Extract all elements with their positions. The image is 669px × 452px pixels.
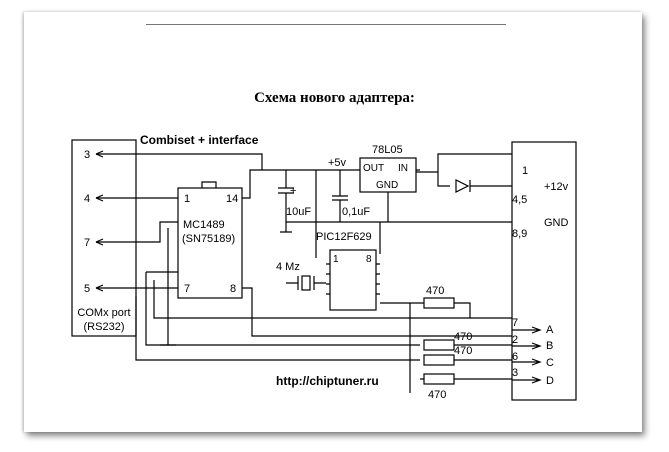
mc1489-pin-8: 8 <box>230 283 236 295</box>
com-pin-5: 5 <box>84 283 90 295</box>
regulator-gnd: GND <box>376 180 398 191</box>
conn-pin-1: 1 <box>522 165 528 177</box>
conn-pin-3: 3 <box>512 367 518 379</box>
vcc-wire <box>242 169 420 199</box>
resistor-4 <box>423 373 455 385</box>
com-port-label: COMx port <box>77 307 130 319</box>
resistor-3 <box>423 354 455 366</box>
signal-c: C <box>546 357 554 369</box>
pic-pins <box>326 263 380 295</box>
input-wire <box>416 153 540 187</box>
signal-wire-b <box>145 271 420 346</box>
mc1489-notch <box>201 181 217 188</box>
output-arrows <box>512 326 542 384</box>
resistor-4-value: 470 <box>428 389 446 401</box>
signal-wire-c <box>135 296 420 361</box>
crystal <box>301 275 311 291</box>
url-label: http://chiptuner.ru <box>276 374 379 388</box>
supply-label: +5v <box>328 157 347 169</box>
crystal-label: 4 Mz <box>276 261 300 273</box>
mc1489-pin-14: 14 <box>226 193 238 205</box>
com-port-box <box>71 139 137 337</box>
resistor-3-value: 470 <box>454 345 472 357</box>
pic-pin-1: 1 <box>333 254 339 265</box>
page-title: Схема нового адаптера: <box>254 90 415 106</box>
signal-a: A <box>546 324 554 336</box>
resistor-2-value: 470 <box>454 331 472 343</box>
pic12f629-chip <box>329 249 377 311</box>
pic-pin-8: 8 <box>366 254 372 265</box>
mc1489-pin-1: 1 <box>184 193 190 205</box>
mc1489-alt-name: (SN75189) <box>182 233 235 245</box>
mc1489-pin-7: 7 <box>184 283 190 295</box>
resistor-2-wires <box>409 303 512 393</box>
resistor-1-wires <box>380 302 471 318</box>
regulator-name: 78L05 <box>372 144 403 156</box>
signal-gnd: GND <box>544 217 569 229</box>
conn-pin-2: 2 <box>512 334 518 346</box>
conn-pin-45: 4,5 <box>512 194 527 206</box>
cap1-polarity: + <box>290 185 296 197</box>
pic-name: PIC12F629 <box>316 231 372 243</box>
com-pin-3: 3 <box>84 149 90 161</box>
ground-symbol <box>160 228 176 346</box>
mc1489-name: MC1489 <box>183 219 225 231</box>
regulator-out: OUT <box>363 163 384 174</box>
interface-label: Combiset + interface <box>140 133 259 147</box>
signal-wire-a <box>153 280 512 319</box>
cap-10uf <box>278 170 294 233</box>
com-pin-4: 4 <box>84 193 90 205</box>
resistor-1 <box>423 297 455 309</box>
conn-pin-7: 7 <box>512 317 518 329</box>
signal-12v: +12v <box>544 181 569 193</box>
com-lines <box>95 150 263 292</box>
crystal-wires <box>286 276 326 290</box>
conn-pin-89: 8,9 <box>512 228 527 240</box>
gnd-bus <box>286 192 540 223</box>
com-pin-7: 7 <box>84 237 90 249</box>
diode <box>455 179 470 193</box>
signal-d: D <box>546 375 554 387</box>
signal-b: B <box>546 340 553 352</box>
cap-100nf <box>332 170 348 222</box>
resistor-2 <box>423 339 455 351</box>
regulator-in: IN <box>398 163 408 174</box>
cap2-value: 0,1uF <box>342 206 370 218</box>
pin8-wire <box>242 287 512 337</box>
resistor-1-value: 470 <box>426 285 444 297</box>
mc1489-chip <box>177 187 243 299</box>
regulator-78l05 <box>359 157 417 193</box>
conn-pin-6: 6 <box>512 351 518 363</box>
top-rule <box>146 24 506 25</box>
right-connector-box <box>511 141 577 401</box>
com-port-sublabel: (RS232) <box>84 321 125 333</box>
cap1-value: 10uF <box>286 206 311 218</box>
